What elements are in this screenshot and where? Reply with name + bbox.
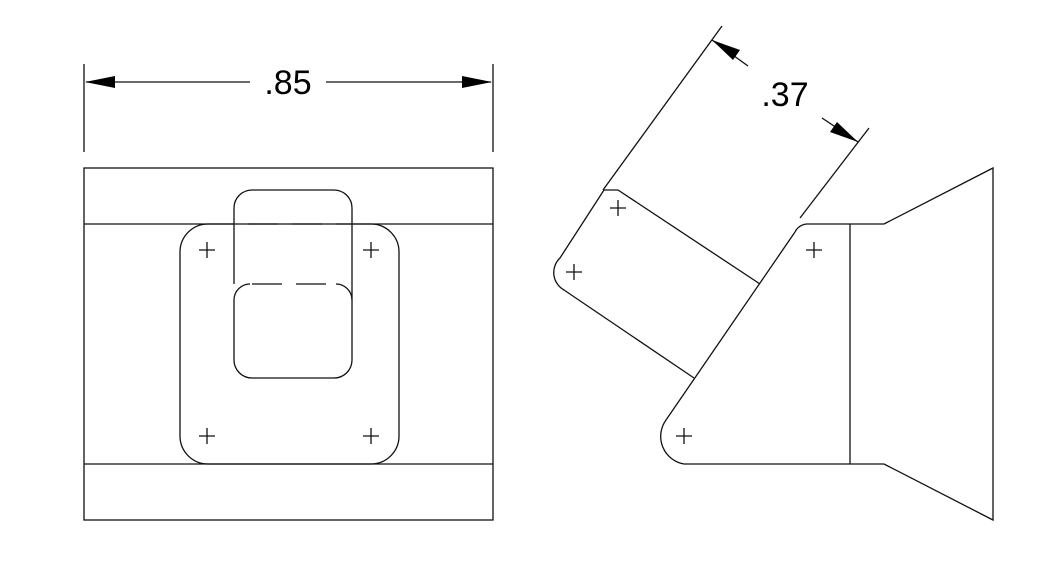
center-mark-icon — [676, 428, 692, 444]
center-mark-icon — [363, 242, 379, 258]
tab-window-outline — [233, 283, 353, 379]
front-view: .85 — [83, 64, 494, 521]
arrow-upper-icon — [712, 40, 740, 60]
center-mark-icon — [806, 242, 822, 258]
dimension-label-width: .85 — [264, 64, 311, 102]
plate-top-edge — [794, 223, 884, 233]
dimension-label-tab: .37 — [761, 76, 808, 114]
flange-outline — [179, 223, 400, 465]
tab-upper-outline — [233, 189, 353, 300]
center-mark-icon — [199, 428, 215, 444]
dimension-width: .85 — [83, 64, 494, 152]
tapered-base — [883, 166, 994, 522]
center-mark-icon — [610, 200, 626, 216]
tab-top-edge — [604, 189, 761, 285]
extension-line-lower — [799, 127, 870, 219]
arrow-left-icon — [85, 76, 115, 88]
dimension-tab-width: .37 — [602, 25, 870, 219]
outer-rectangle — [83, 167, 494, 521]
center-mark-icon — [363, 428, 379, 444]
arrow-right-icon — [462, 76, 492, 88]
center-mark-icon — [566, 264, 582, 280]
arrow-lower-icon — [830, 122, 858, 142]
center-mark-icon — [199, 242, 215, 258]
tab-left-bottom-edge — [553, 189, 695, 379]
extension-line-upper — [602, 25, 723, 191]
plate-diagonal-bottom — [660, 231, 884, 465]
side-view: .37 — [553, 25, 994, 522]
